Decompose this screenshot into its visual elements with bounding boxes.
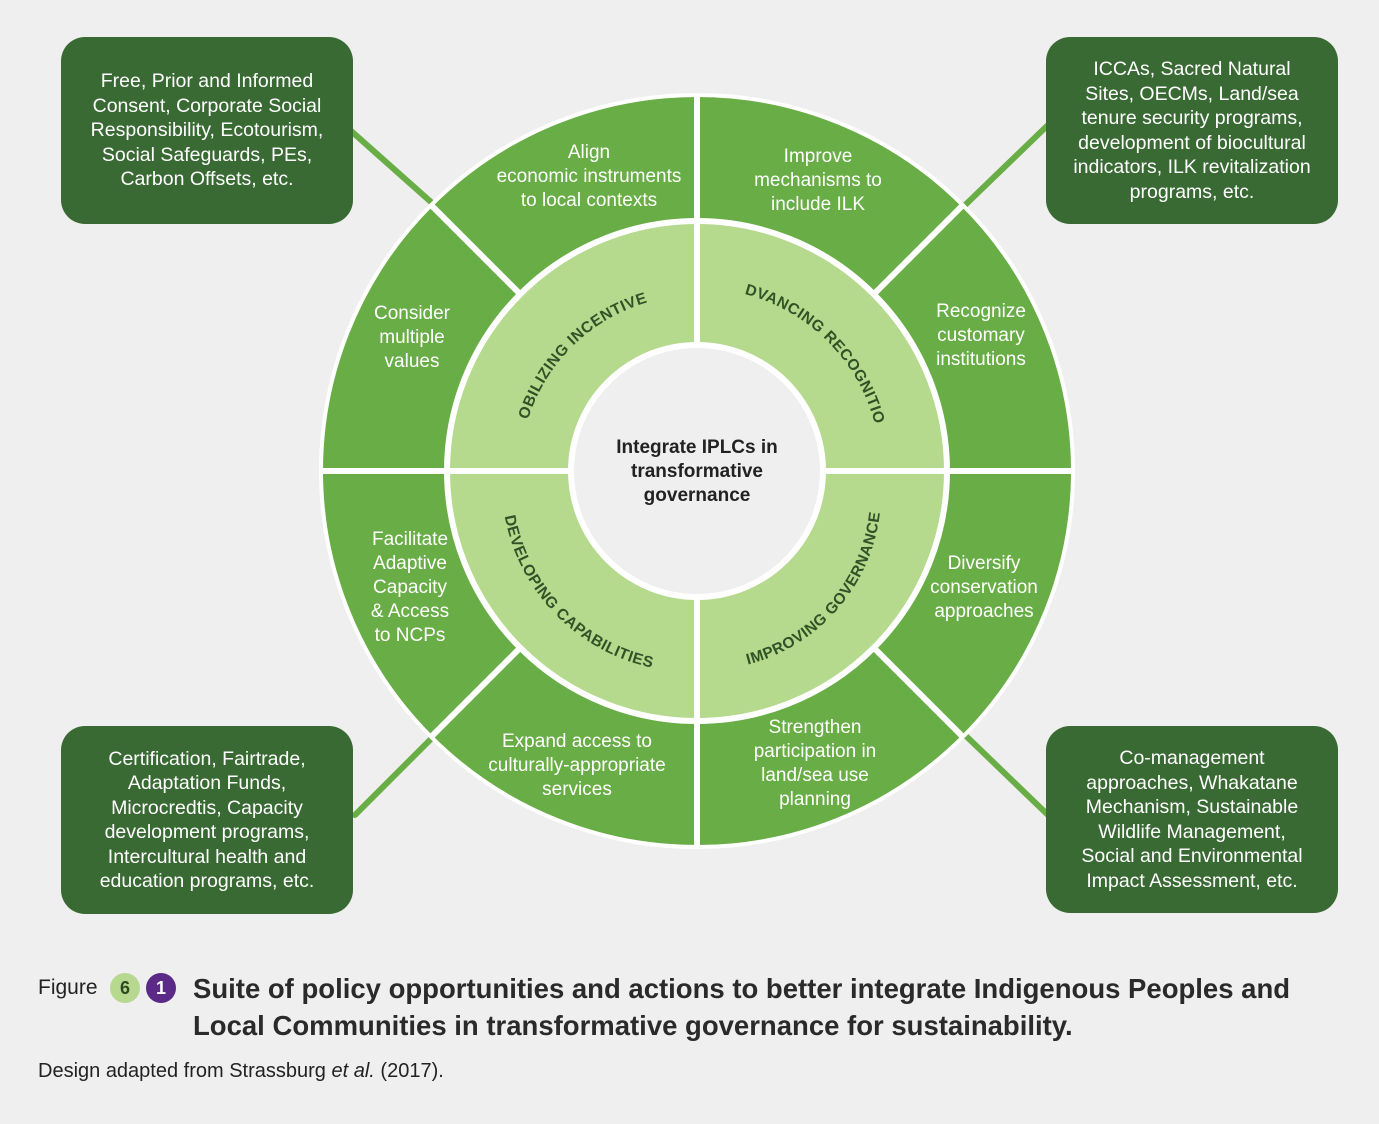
figure-source: Design adapted from Strassburg et al. (2…: [38, 1060, 444, 1083]
figure-title: Suite of policy opportunities and action…: [193, 973, 1291, 1041]
examples-text: Co-management approaches, Whakatane Mech…: [1081, 747, 1303, 892]
inner-ring-border: [444, 218, 950, 724]
examples-text: Certification, Fairtrade, Adaptation Fun…: [99, 747, 315, 893]
center-label: Integrate IPLCs in transformative govern…: [616, 437, 778, 506]
examples-text: ICCAs, Sacred Natural Sites, OECMs, Land…: [1073, 58, 1311, 203]
action-label-consider-values: Consider multiple values: [373, 303, 451, 372]
action-label-diversify: Diversify conservation approaches: [930, 553, 1038, 622]
examples-text: Free, Prior and Informed Consent, Corpor…: [90, 70, 324, 191]
examples-box-bottom-left: Certification, Fairtrade, Adaptation Fun…: [61, 726, 353, 914]
figure-number-badge: 1: [146, 973, 176, 1003]
examples-box-bottom-right: Co-management approaches, Whakatane Mech…: [1046, 726, 1338, 913]
action-label-recognize: Recognize customary institutions: [936, 301, 1026, 370]
action-label-expand-access: Expand access to culturally-appropriate …: [488, 731, 666, 800]
source-italic: et al.: [331, 1060, 375, 1082]
outer-ring-border: [319, 93, 1075, 849]
chapter-badge: 6: [110, 973, 140, 1003]
action-label-improve-mechanisms: Improve mechanisms to include ILK: [754, 146, 882, 215]
figure-word: Figure: [38, 976, 98, 999]
examples-box-top-right: ICCAs, Sacred Natural Sites, OECMs, Land…: [1046, 37, 1338, 224]
action-label-facilitate: Facilitate Adaptive Capacity & Access to…: [370, 529, 450, 646]
source-suffix: (2017).: [374, 1060, 444, 1082]
action-label-strengthen: Strengthen participation in land/sea use…: [753, 717, 877, 810]
action-label-align: Align economic instruments to local cont…: [496, 142, 682, 211]
connector-lines: [347, 122, 1051, 818]
source-prefix: Design adapted from Strassburg: [38, 1060, 332, 1082]
examples-box-top-left: Free, Prior and Informed Consent, Corpor…: [61, 37, 353, 224]
